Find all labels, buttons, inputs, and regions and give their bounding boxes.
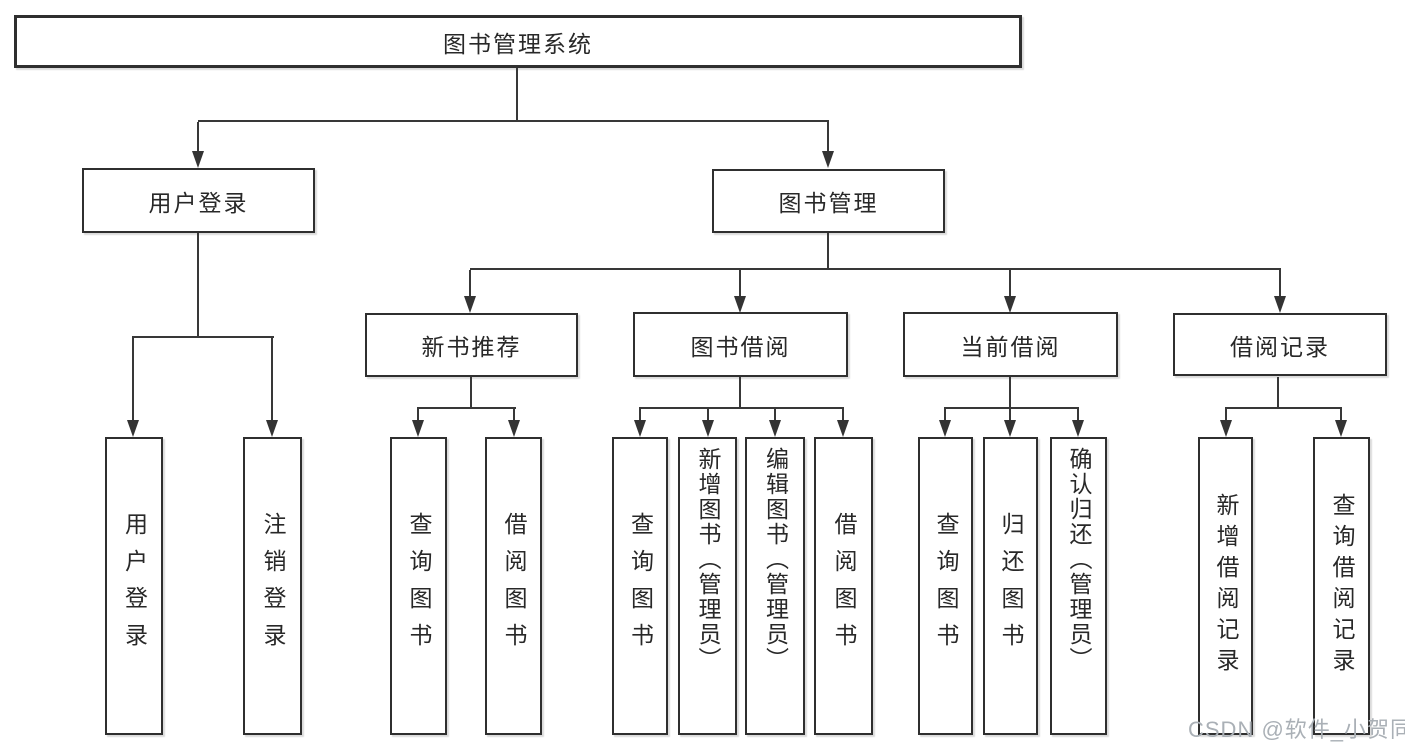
arrowhead-down-icon (412, 420, 424, 437)
leaf-label: 借阅图书 (831, 512, 857, 660)
arrowhead-down-icon (266, 420, 278, 437)
connector-line-vertical (827, 233, 829, 270)
connector-line-vertical (707, 409, 709, 424)
node-label: 图书借阅 (690, 333, 791, 360)
connector-line-horizontal (417, 407, 516, 409)
connector-line-vertical (197, 122, 199, 152)
node-library-management-system: 图书管理系统 (14, 15, 1022, 68)
leaf-return-books: 归还图书 (983, 437, 1038, 735)
arrowhead-down-icon (127, 420, 139, 437)
connector-line-vertical (1279, 270, 1281, 299)
leaf-add-borrow-record: 新增借阅记录 (1198, 437, 1253, 735)
leaf-label: 查询借阅记录 (1329, 493, 1355, 679)
connector-line-vertical (513, 409, 515, 424)
node-label: 当前借阅 (960, 333, 1061, 360)
connector-line-vertical (1077, 409, 1079, 424)
connector-line-vertical (132, 338, 134, 424)
arrowhead-down-icon (822, 151, 834, 168)
arrowhead-down-icon (192, 151, 204, 168)
arrowhead-down-icon (1220, 420, 1232, 437)
connector-line-horizontal (1225, 407, 1342, 409)
arrowhead-down-icon (634, 420, 646, 437)
leaf-query-books-current: 查询图书 (918, 437, 973, 735)
arrowhead-down-icon (837, 420, 849, 437)
connector-line-vertical (1340, 409, 1342, 424)
node-new-book-recommend: 新书推荐 (365, 313, 578, 377)
leaf-label: 确认归还（管理员） (1066, 447, 1092, 672)
connector-line-vertical (1009, 270, 1011, 299)
connector-line-vertical (469, 270, 471, 299)
leaf-edit-books-admin: 编辑图书（管理员） (745, 437, 805, 735)
connector-line-vertical (271, 338, 273, 424)
leaf-borrow-books: 借阅图书 (814, 437, 873, 735)
node-borrow-records: 借阅记录 (1173, 313, 1387, 376)
leaf-label: 借阅图书 (501, 512, 527, 660)
connector-line-vertical (827, 122, 829, 152)
arrowhead-down-icon (734, 296, 746, 313)
connector-line-horizontal (470, 268, 1281, 270)
arrowhead-down-icon (508, 420, 520, 437)
node-book-borrow: 图书借阅 (633, 312, 848, 377)
node-label: 新书推荐 (421, 334, 522, 360)
connector-line-vertical (1009, 409, 1011, 424)
arrowhead-down-icon (1072, 420, 1084, 437)
connector-line-vertical (1225, 409, 1227, 424)
leaf-label: 归还图书 (998, 512, 1024, 660)
node-label: 图书管理系统 (443, 30, 593, 57)
arrowhead-down-icon (769, 420, 781, 437)
leaf-query-books-recommend: 查询图书 (390, 437, 447, 735)
node-label: 图书管理 (778, 190, 879, 216)
connector-line-vertical (197, 233, 199, 337)
leaf-user-login: 用户登录 (105, 437, 163, 735)
leaf-label: 查询图书 (406, 512, 432, 660)
connector-line-horizontal (198, 120, 829, 122)
watermark: CSDN @软件_小贺同学 (1188, 717, 1405, 742)
connector-line-vertical (944, 409, 946, 424)
leaf-borrow-books-recommend: 借阅图书 (485, 437, 542, 735)
connector-line-vertical (1009, 377, 1011, 409)
connector-line-vertical (417, 409, 419, 424)
arrowhead-down-icon (1004, 420, 1016, 437)
leaf-label: 查询图书 (627, 512, 654, 660)
connector-line-vertical (1277, 377, 1279, 409)
leaf-query-books-borrow: 查询图书 (612, 437, 668, 735)
connector-line-vertical (739, 377, 741, 409)
node-current-borrow: 当前借阅 (903, 312, 1118, 377)
arrowhead-down-icon (1274, 296, 1286, 313)
arrowhead-down-icon (702, 420, 714, 437)
connector-line-vertical (639, 409, 641, 424)
connector-line-vertical (774, 409, 776, 424)
connector-line-horizontal (639, 407, 844, 409)
arrowhead-down-icon (1004, 296, 1016, 313)
node-label: 用户登录 (148, 189, 249, 216)
leaf-label: 用户登录 (121, 512, 148, 660)
leaf-label: 查询图书 (933, 512, 959, 660)
leaf-label: 注销登录 (260, 512, 286, 660)
leaf-logout: 注销登录 (243, 437, 302, 735)
leaf-label: 新增借阅记录 (1213, 493, 1239, 679)
leaf-confirm-return-admin: 确认归还（管理员） (1050, 437, 1107, 735)
leaf-label: 新增图书（管理员） (695, 447, 721, 672)
connector-line-vertical (470, 377, 472, 409)
arrowhead-down-icon (1335, 420, 1347, 437)
connector-line-horizontal (944, 407, 1079, 409)
connector-line-vertical (516, 68, 518, 121)
leaf-add-books-admin: 新增图书（管理员） (678, 437, 737, 735)
node-book-management: 图书管理 (712, 169, 945, 233)
arrowhead-down-icon (939, 420, 951, 437)
node-user-login: 用户登录 (82, 168, 315, 233)
connector-line-horizontal (132, 336, 274, 338)
arrowhead-down-icon (464, 296, 476, 313)
connector-line-vertical (842, 409, 844, 424)
connector-line-vertical (739, 270, 741, 299)
node-label: 借阅记录 (1230, 333, 1330, 360)
leaf-query-borrow-record: 查询借阅记录 (1313, 437, 1370, 735)
leaf-label: 编辑图书（管理员） (762, 447, 789, 672)
